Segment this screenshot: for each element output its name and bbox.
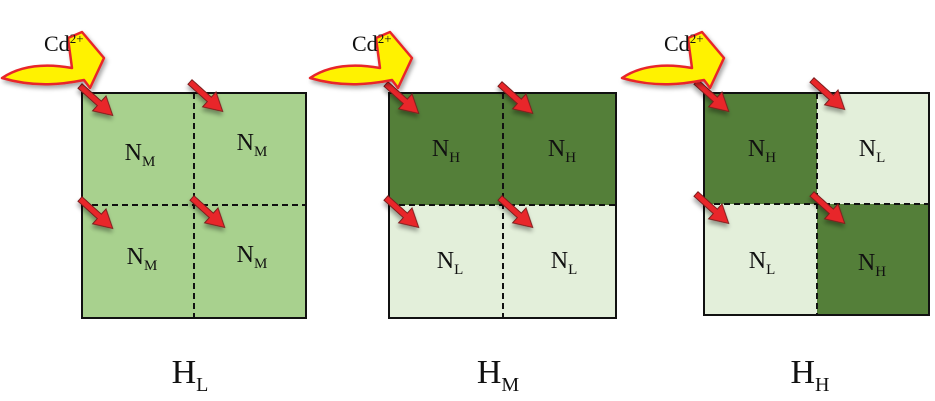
cell-label-base: N bbox=[858, 250, 875, 276]
arrow-icon bbox=[383, 81, 420, 115]
cell-top-right bbox=[503, 93, 616, 205]
cell-bottom-right bbox=[817, 204, 929, 315]
cd-arrow-icon: Cd2+ bbox=[308, 30, 414, 90]
panel-title-sub: H bbox=[815, 374, 829, 396]
cell-label: NL bbox=[437, 248, 464, 278]
cell-top-left bbox=[704, 93, 817, 204]
cell-label: NH bbox=[432, 136, 460, 166]
panel-title: HM bbox=[477, 354, 520, 396]
panel-h-medium: NH NH NL NL Cd2+ HM bbox=[308, 30, 617, 396]
cell-label-base: N bbox=[548, 136, 565, 162]
cell-label-sub: M bbox=[254, 144, 267, 160]
cd-label-base: Cd bbox=[44, 31, 70, 56]
cell-top-right bbox=[817, 93, 929, 204]
cd-arrow-icon: Cd2+ bbox=[620, 30, 726, 90]
panel-title-base: H bbox=[477, 354, 502, 391]
panel-h-low: NM NM NM NM Cd2+ HL bbox=[0, 30, 307, 396]
cell-label-sub: L bbox=[766, 262, 775, 278]
panel-title-sub: L bbox=[196, 374, 208, 396]
panel-title-sub: M bbox=[501, 374, 519, 396]
cell-label: NH bbox=[548, 136, 576, 166]
arrow-icon bbox=[77, 83, 114, 117]
cell-label-base: N bbox=[237, 130, 254, 156]
cd-label-base: Cd bbox=[664, 31, 690, 56]
cell-label-sub: H bbox=[449, 150, 460, 166]
cd-arrow-icon: Cd2+ bbox=[0, 30, 106, 90]
panel-title: HL bbox=[172, 354, 209, 396]
cell-label-sub: L bbox=[876, 150, 885, 166]
arrow-icon bbox=[497, 81, 534, 115]
cd-label-base: Cd bbox=[352, 31, 378, 56]
cell-label: NM bbox=[237, 242, 268, 272]
cd-label-charge: 2+ bbox=[70, 31, 84, 46]
cell-label-sub: L bbox=[454, 262, 463, 278]
cell-label-sub: H bbox=[875, 264, 886, 280]
cell-top-left bbox=[389, 93, 503, 205]
cell-label-sub: L bbox=[568, 262, 577, 278]
cell-label-base: N bbox=[748, 136, 765, 162]
cell-label-base: N bbox=[749, 248, 766, 274]
arrow-icon bbox=[809, 191, 846, 225]
cell-label: NM bbox=[127, 244, 158, 274]
cd-label: Cd2+ bbox=[44, 31, 84, 56]
cd-label: Cd2+ bbox=[664, 31, 704, 56]
cell-label-base: N bbox=[437, 248, 454, 274]
cd-label-charge: 2+ bbox=[690, 31, 704, 46]
arrow-icon bbox=[497, 195, 534, 229]
cell-label-sub: H bbox=[765, 150, 776, 166]
cell-label-base: N bbox=[127, 244, 144, 270]
cell-label-sub: M bbox=[144, 258, 157, 274]
panel-title-base: H bbox=[790, 354, 815, 391]
cell-label: NH bbox=[858, 250, 886, 280]
arrow-icon bbox=[809, 77, 846, 111]
panel-title: HH bbox=[790, 354, 829, 396]
cell-top-right bbox=[194, 93, 306, 205]
cd-label: Cd2+ bbox=[352, 31, 392, 56]
arrow-icon bbox=[383, 195, 420, 229]
cell-label: NL bbox=[859, 136, 886, 166]
cell-label: NL bbox=[551, 248, 578, 278]
cell-label-sub: M bbox=[254, 256, 267, 272]
arrow-icon bbox=[189, 195, 226, 229]
cell-label-base: N bbox=[551, 248, 568, 274]
cd-label-charge: 2+ bbox=[378, 31, 392, 46]
cell-label-sub: M bbox=[142, 154, 155, 170]
arrow-icon bbox=[187, 79, 224, 113]
cell-label-base: N bbox=[125, 140, 142, 166]
arrow-icon bbox=[693, 79, 730, 113]
cell-label-base: N bbox=[859, 136, 876, 162]
cell-label: NM bbox=[237, 130, 268, 160]
cell-label: NH bbox=[748, 136, 776, 166]
cell-label: NM bbox=[125, 140, 156, 170]
arrow-icon bbox=[693, 191, 730, 225]
cell-label-base: N bbox=[432, 136, 449, 162]
panel-title-base: H bbox=[172, 354, 197, 391]
plot-border bbox=[388, 92, 617, 319]
cell-label-base: N bbox=[237, 242, 254, 268]
arrow-icon bbox=[77, 196, 114, 230]
panel-h-high: NH NL NL NH Cd2+ HH bbox=[620, 30, 930, 396]
cell-label-sub: H bbox=[565, 150, 576, 166]
cell-label: NL bbox=[749, 248, 776, 278]
